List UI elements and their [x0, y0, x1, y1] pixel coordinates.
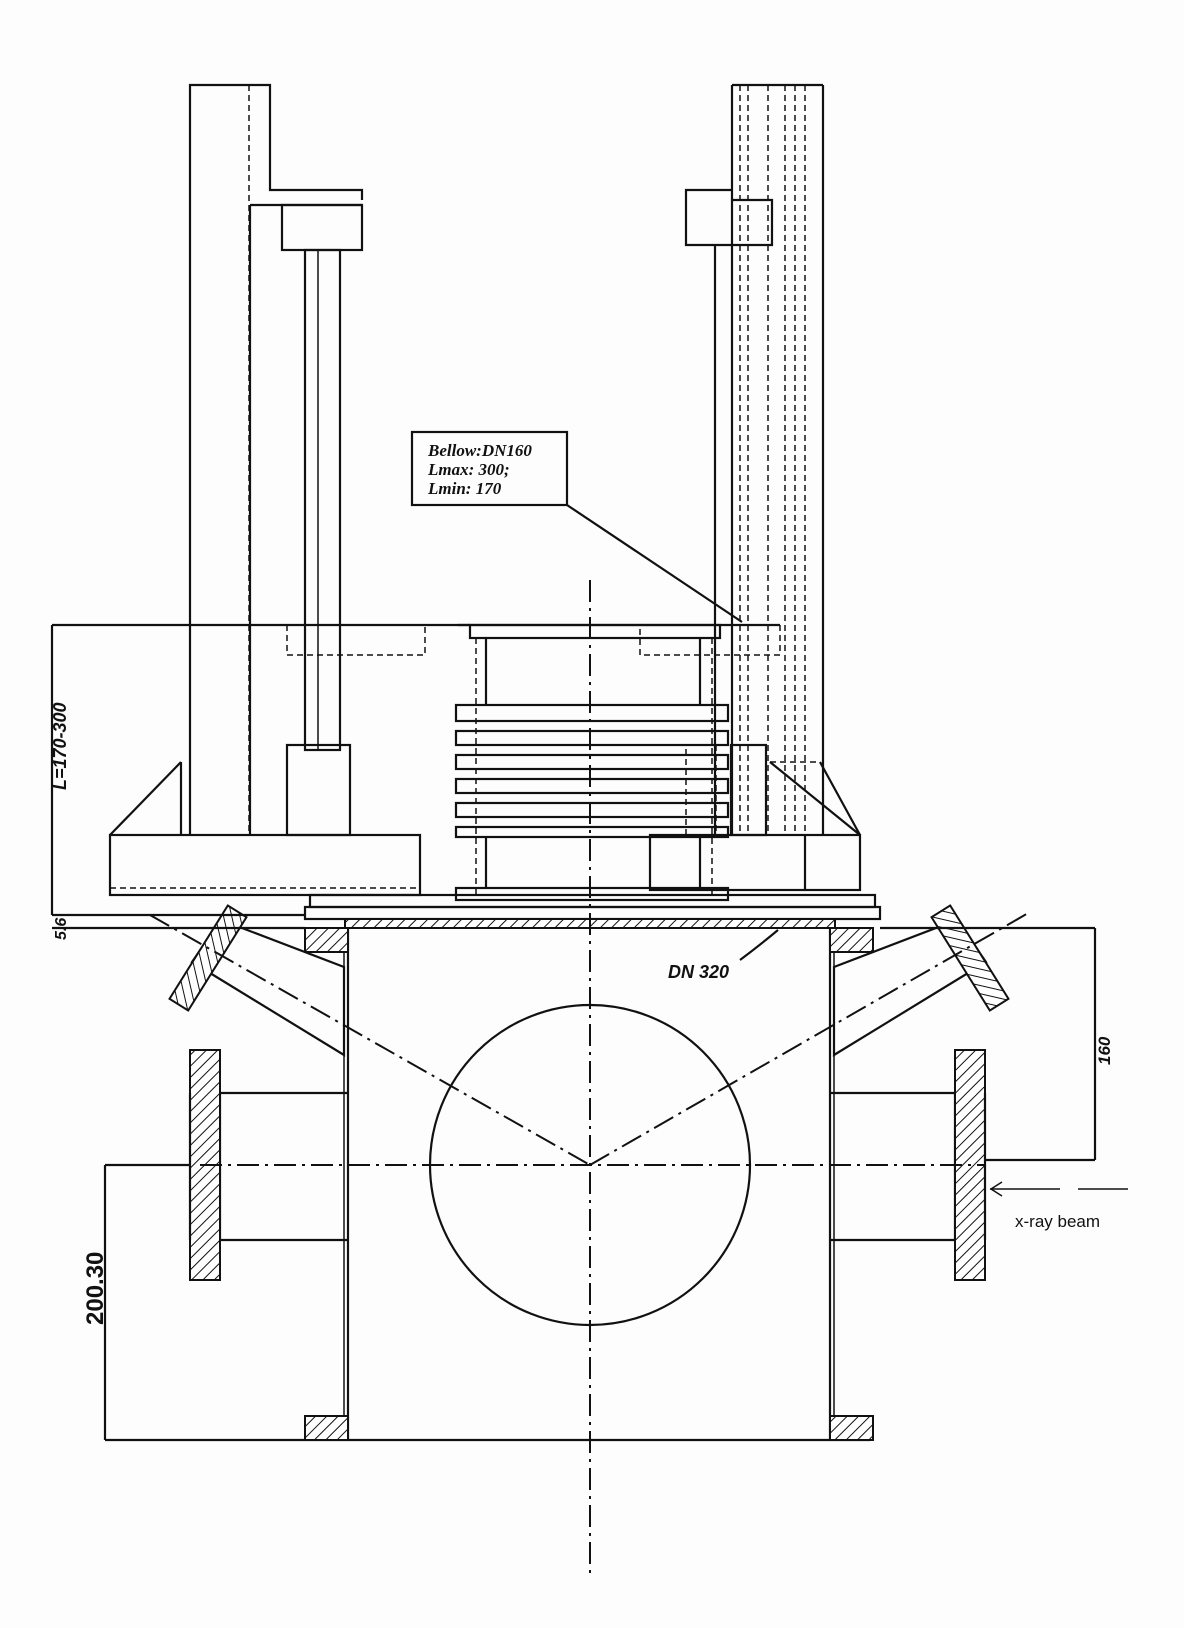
callout-line-3: Lmin: 170: [427, 479, 502, 498]
bellow-leader-line: [566, 504, 743, 623]
bellow: [454, 623, 780, 902]
left-column: [108, 83, 426, 897]
center-lines: [149, 580, 1031, 1575]
lower-height-label: 200.30: [82, 1252, 109, 1325]
callout-line-1: Bellow:DN160: [427, 441, 532, 460]
dn320-leader-line: [739, 929, 779, 961]
callout-line-2: Lmax: 300;: [427, 460, 510, 479]
dn320-label: DN 320: [668, 962, 729, 982]
right-column: [639, 83, 862, 892]
offset-label: 5.6: [53, 918, 70, 940]
right-height-label: 160: [1095, 1036, 1114, 1065]
dimension-lines: [50, 623, 1097, 1440]
beam-arrow: [989, 1181, 1128, 1197]
length-range-label: L=170-300: [50, 702, 70, 790]
bellow-callout-box: [410, 430, 569, 507]
x-ray-beam-label: x-ray beam: [1015, 1212, 1100, 1231]
